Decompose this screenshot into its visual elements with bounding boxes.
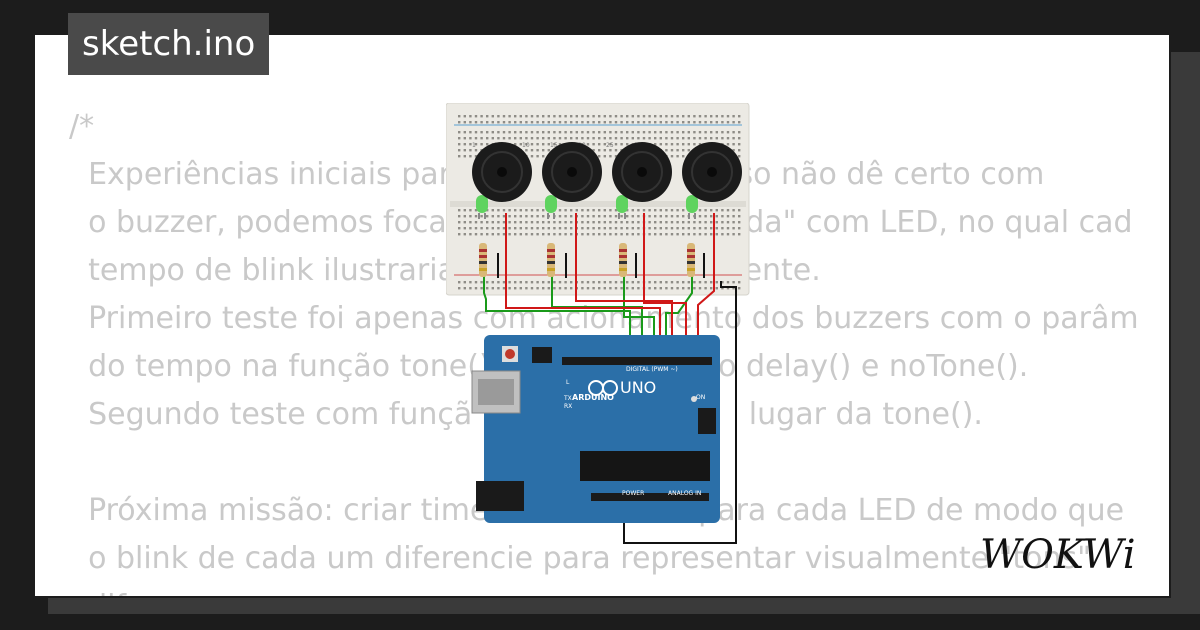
code-line: /* [69,109,95,144]
led-rx-label: RX [564,403,572,410]
code-line: Experiências iniciais para Caso não dê c… [88,157,1045,192]
analog-header-label: ANALOG IN [668,490,701,497]
arduino-uno: DIGITAL (PWM ~) ARDUINO UNO L TX RX ON P… [471,335,720,523]
wire-red-3 [643,213,687,365]
wire-green-1 [483,261,631,365]
digital-header-label: DIGITAL (PWM ~) [626,366,678,373]
led-on-label: ON [696,394,705,401]
code-line: difere [69,583,1169,596]
wire-green-4 [665,261,693,365]
leds [476,195,698,219]
code-line: Segundo teste com funçã lugar da tone(). [88,397,983,432]
led-l-label: L [566,379,570,386]
code-line: o blink de cada um diferencie para repre… [69,541,1091,576]
wire-red-2 [575,213,673,365]
wokwi-logo: WOKWi [980,532,1136,578]
resistors [479,243,695,277]
wokwi-logo-text: WOKWi [980,532,1136,578]
power-header-label: POWER [622,490,644,497]
breadboard-number: 10 [522,142,530,149]
wire-black-gnd [623,281,737,544]
buzzers [472,142,742,202]
code-line: tempo de blink ilustraria erente. [69,253,821,288]
code-line: Primeiro teste foi apenas com acionament… [69,301,1139,336]
breadboard-number: 25 [606,142,614,149]
code-editor: /* Experiências iniciais para Caso não d… [69,103,1169,596]
arduino-brand: ARDUINO [572,393,614,402]
led-tx-label: TX [563,395,572,402]
circuit-diagram: 151015202530 [446,103,750,544]
breadboard-number: 15 [550,142,558,149]
file-tab[interactable]: sketch.ino [68,13,270,75]
arduino-model: UNO [620,378,656,397]
breadboard-number: 1 [472,142,476,149]
